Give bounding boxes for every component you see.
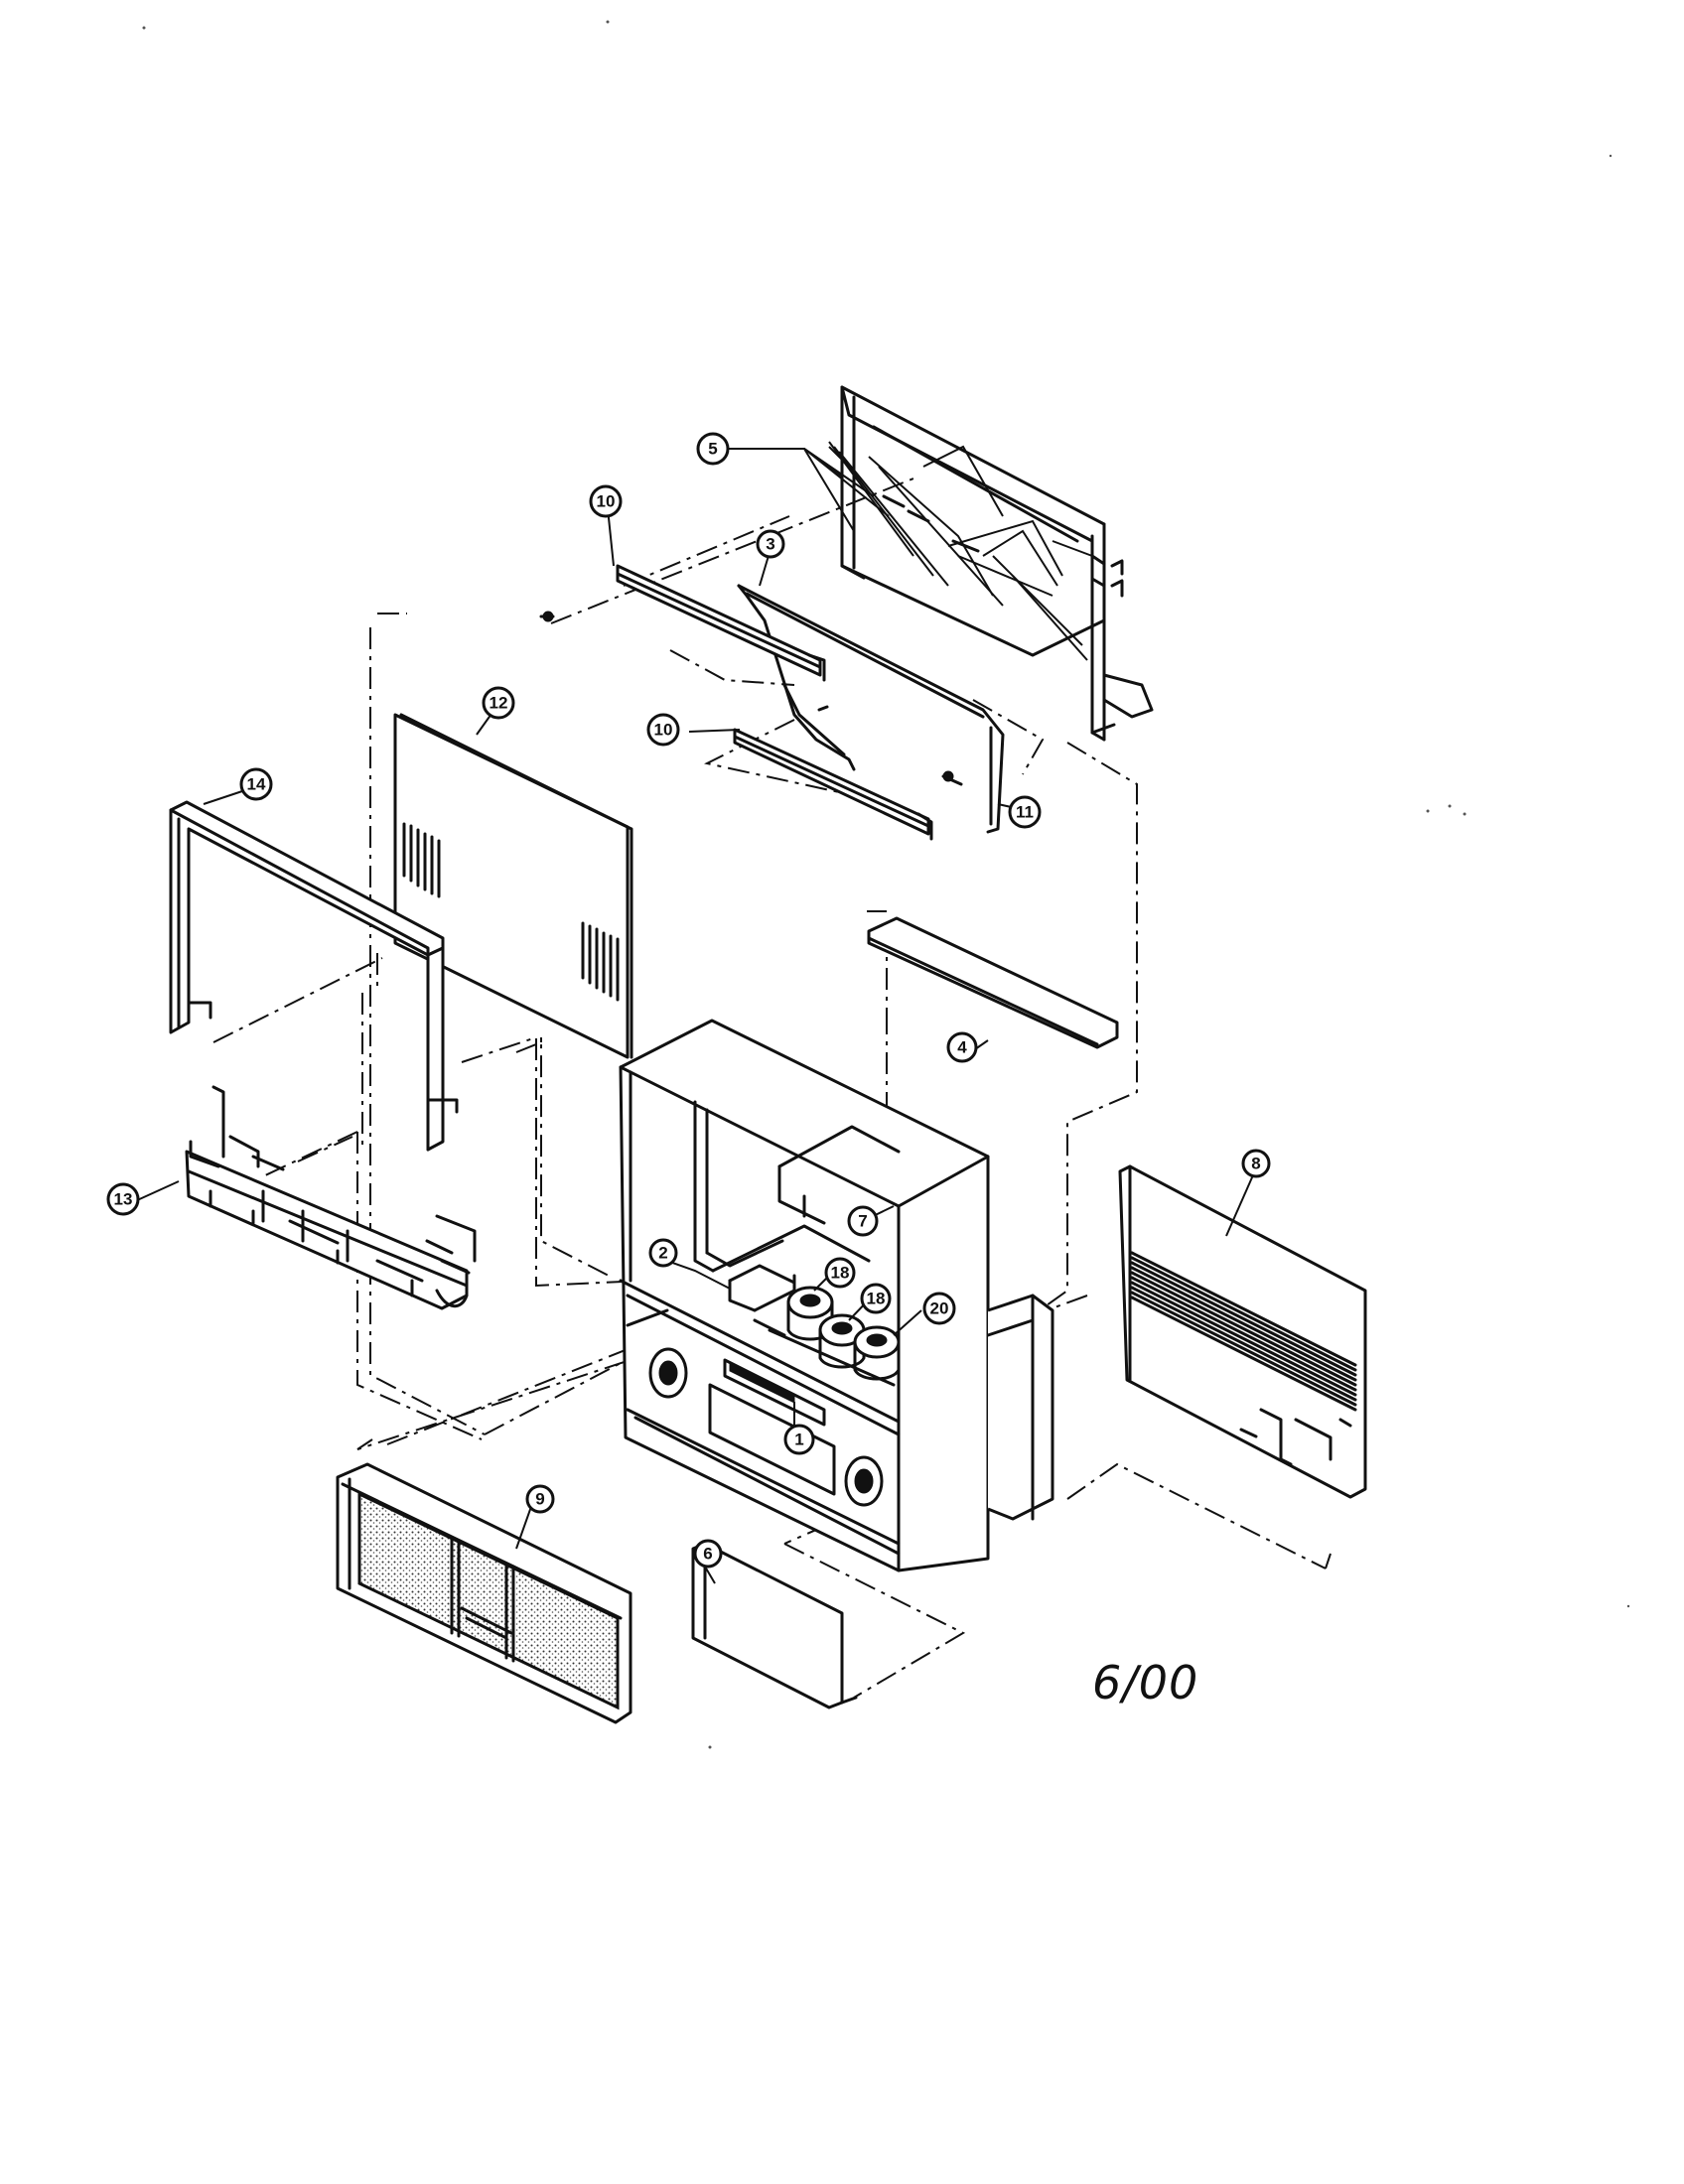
scan-specks	[142, 20, 1630, 1749]
callout-5: 5	[696, 432, 730, 466]
callout-7-label: 7	[858, 1212, 867, 1231]
callout-13: 13	[106, 1182, 140, 1216]
callout-8-label: 8	[1251, 1155, 1260, 1173]
callout-11-label: 11	[1016, 803, 1034, 822]
rear-vent-grille	[1130, 1251, 1357, 1412]
callout-20: 20	[922, 1292, 956, 1325]
callout-10-upper: 10	[589, 484, 623, 518]
callout-11: 11	[1008, 795, 1042, 829]
part-11-screw	[941, 770, 963, 786]
callout-5-label: 5	[708, 440, 717, 459]
callout-4-label: 4	[957, 1038, 967, 1057]
part-10-lower-bracket	[733, 728, 933, 841]
part-14-screen-frame	[169, 800, 459, 1152]
callout-6-label: 6	[703, 1545, 712, 1564]
callout-18-b: 18	[860, 1283, 892, 1314]
callout-13-label: 13	[114, 1190, 133, 1209]
part-10-upper-bracket	[539, 564, 826, 682]
vent-slots-left	[402, 822, 441, 898]
part-13-bottom-rail	[185, 1085, 477, 1310]
callout-1-label: 1	[794, 1431, 803, 1449]
callout-20-label: 20	[930, 1299, 949, 1318]
callout-12: 12	[482, 686, 515, 720]
callout-6: 6	[693, 1539, 723, 1569]
main-cabinet	[619, 1019, 1054, 1572]
callout-2-label: 2	[658, 1244, 667, 1263]
callout-10-lower-label: 10	[654, 721, 673, 740]
callout-9: 9	[525, 1484, 555, 1514]
callout-14-label: 14	[247, 775, 266, 794]
callout-4: 4	[946, 1031, 978, 1063]
part-9-front-grille	[336, 1462, 632, 1724]
callout-8: 8	[1241, 1149, 1271, 1178]
part-5-mirror-frame	[828, 385, 1154, 742]
callout-10-lower: 10	[646, 713, 680, 747]
callout-1: 1	[783, 1424, 815, 1455]
callout-3: 3	[756, 529, 785, 559]
callout-9-label: 9	[535, 1490, 544, 1509]
part-12-screen-panel	[393, 713, 633, 1059]
callout-18-a-label: 18	[831, 1264, 850, 1283]
part-8-rear-panel	[1118, 1164, 1367, 1499]
part-4-plate	[867, 916, 1119, 1049]
callout-10-upper-label: 10	[597, 492, 616, 511]
callout-7: 7	[847, 1205, 879, 1237]
date-code: 6/00	[1092, 1656, 1199, 1709]
callout-2: 2	[648, 1238, 678, 1268]
callout-leaders	[134, 448, 1257, 1584]
callout-3-label: 3	[766, 535, 774, 554]
callout-18-b-label: 18	[867, 1290, 886, 1308]
part-3-mirror	[737, 584, 1005, 834]
vent-slots-right	[581, 921, 620, 1002]
callout-14: 14	[239, 767, 273, 801]
callout-12-label: 12	[490, 694, 508, 713]
callout-18-a: 18	[824, 1257, 856, 1289]
